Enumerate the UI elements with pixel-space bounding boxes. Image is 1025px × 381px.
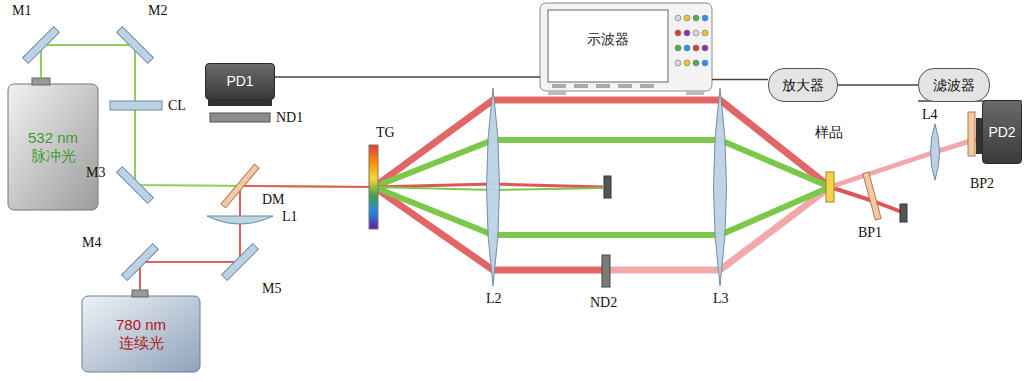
dichroic-mirror (221, 164, 259, 208)
soft-key (618, 84, 632, 88)
sample (826, 172, 834, 202)
part-label: DM (262, 193, 285, 207)
amplifier-box: 放大器 (768, 68, 838, 102)
part-label: ND2 (590, 296, 617, 310)
soft-key (596, 84, 610, 88)
part-label: ND1 (276, 111, 303, 125)
mirror-m1 (23, 27, 60, 64)
knob (693, 30, 699, 36)
laser-port (132, 290, 148, 297)
beams (41, 45, 980, 290)
knob (684, 45, 690, 51)
part-label: L4 (922, 108, 938, 122)
laser-port (32, 78, 50, 85)
photodetector: PD2 (982, 100, 1022, 164)
knob (693, 15, 699, 21)
mirror-m5 (222, 244, 259, 281)
beam-block (604, 176, 611, 198)
lens-l2 (487, 88, 500, 286)
cw-laser: 780 nm 连续光 (82, 296, 200, 372)
mirror-m2 (117, 27, 154, 64)
part-label: L1 (282, 210, 298, 224)
nd-filter-2 (602, 255, 610, 287)
bandpass-filter-1 (863, 172, 881, 220)
node-label: 滤波器 (933, 77, 975, 94)
oscilloscope-foot (548, 90, 566, 95)
nd-filter (210, 113, 270, 122)
knob (702, 45, 708, 51)
part-label: TG (376, 126, 395, 140)
signal-cable (275, 76, 540, 77)
knob (675, 15, 681, 21)
filter-box: 滤波器 (918, 68, 990, 102)
part-label: M5 (262, 282, 281, 296)
knob (684, 60, 690, 66)
oscilloscope-knobs (552, 15, 708, 88)
node-label: 532 nm 脉冲光 (23, 129, 83, 165)
pulse-laser: 532 nm 脉冲光 (8, 84, 98, 210)
knob (675, 60, 681, 66)
part-label: L3 (713, 292, 729, 306)
part-label: L2 (486, 292, 502, 306)
cw-laser-body (82, 296, 200, 372)
knob (693, 45, 699, 51)
signal-cable (712, 79, 768, 80)
oscilloscope-screen (548, 10, 668, 82)
knob (702, 15, 708, 21)
signal-cable (838, 84, 918, 85)
knob (675, 30, 681, 36)
knob (702, 30, 708, 36)
knob (684, 15, 690, 21)
beam-block (900, 204, 907, 222)
green-beam (41, 45, 374, 187)
soft-key (552, 84, 566, 88)
transmission-grating (369, 145, 378, 229)
lens-l3 (714, 88, 727, 286)
knob (702, 60, 708, 66)
lens-l4 (931, 124, 940, 180)
lens-l1 (207, 216, 273, 224)
detector-face (208, 100, 272, 106)
part-label: CL (168, 99, 186, 113)
soft-key (574, 84, 588, 88)
oscilloscope-body (540, 3, 712, 91)
photodetector: PD1 (205, 63, 275, 100)
knob (675, 45, 681, 51)
part-label: M3 (86, 166, 105, 180)
cylindrical-lens (110, 101, 162, 110)
node-label: PD2 (988, 124, 1015, 141)
node-label: 示波器 (548, 31, 668, 48)
node-label: PD1 (226, 73, 253, 90)
part-label: M4 (82, 236, 101, 250)
part-label: BP1 (858, 226, 882, 240)
part-label: M1 (12, 4, 31, 18)
node-label: 780 nm 连续光 (111, 316, 171, 352)
part-label: BP2 (970, 177, 994, 191)
mirror-m3 (117, 167, 154, 204)
pulse-laser-body (8, 84, 98, 210)
soft-key (640, 84, 654, 88)
part-label: 样品 (815, 126, 843, 140)
red-beam (140, 186, 374, 290)
mirror-m4 (122, 244, 159, 281)
oscilloscope: 示波器 (540, 3, 712, 91)
knob (693, 60, 699, 66)
part-label: M2 (148, 4, 167, 18)
bandpass-filter-2 (968, 112, 975, 156)
node-label: 放大器 (782, 77, 824, 94)
knob (684, 30, 690, 36)
oscilloscope-foot (686, 90, 704, 95)
